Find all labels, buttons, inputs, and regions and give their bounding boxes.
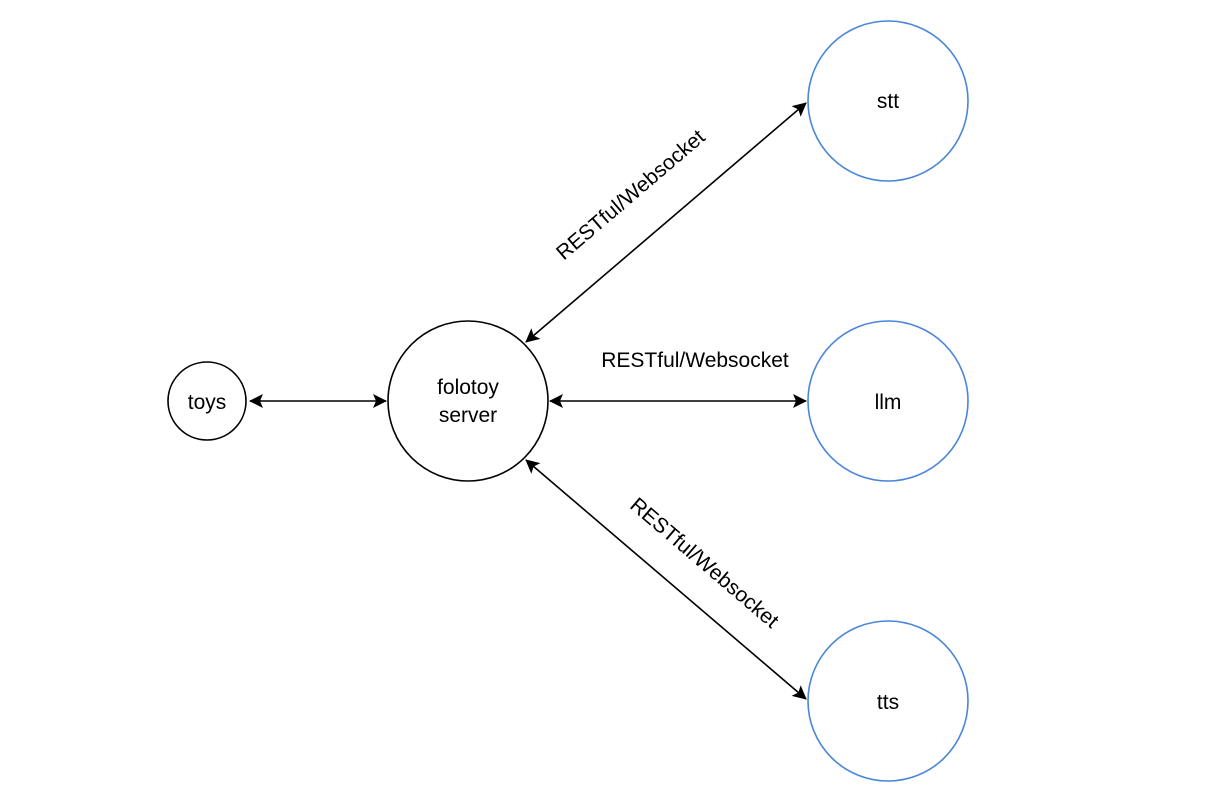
node-llm-circle [807, 320, 969, 482]
node-folotoy-server-label-line1: folotoy [437, 376, 499, 399]
node-stt[interactable]: stt [807, 20, 969, 182]
node-tts-label: tts [877, 691, 899, 714]
node-folotoy-server-label-line2: server [439, 404, 497, 427]
edge-server-llm: RESTful/Websocket [549, 349, 807, 408]
node-stt-circle [807, 20, 969, 182]
node-tts-circle [807, 620, 969, 782]
node-stt-label: stt [877, 90, 899, 113]
edge-server-stt: RESTful/Websocket [525, 102, 807, 343]
node-tts[interactable]: tts [807, 620, 969, 782]
node-folotoy-server-circle [387, 320, 549, 482]
node-llm[interactable]: llm [807, 320, 969, 482]
connector-server-stt [525, 102, 807, 343]
edge-label-server-stt: RESTful/Websocket [552, 125, 710, 264]
edge-label-server-llm: RESTful/Websocket [601, 349, 789, 372]
node-llm-label: llm [875, 391, 902, 414]
node-toys-label: toys [188, 391, 227, 414]
node-folotoy-server[interactable]: folotoy server [387, 320, 549, 482]
edge-server-tts: RESTful/Websocket [525, 459, 807, 700]
connector-server-tts [525, 459, 807, 700]
node-toys[interactable]: toys [167, 361, 247, 441]
node-toys-circle [167, 361, 247, 441]
